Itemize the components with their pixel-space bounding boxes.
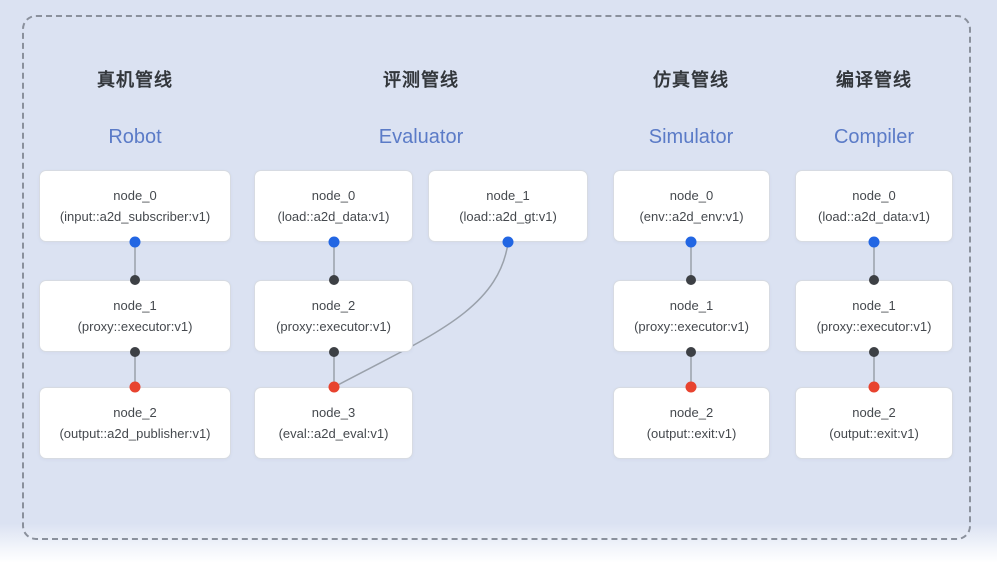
output-port-dot	[685, 381, 697, 393]
node-type: (output::exit:v1)	[829, 426, 919, 441]
node-box: node_0 (load::a2d_data:v1)	[795, 170, 953, 242]
node-type: (load::a2d_data:v1)	[277, 209, 390, 224]
dashed-border-frame	[22, 15, 971, 540]
output-port-dot	[868, 381, 880, 393]
internal-port-dot	[869, 347, 879, 357]
node-type: (eval::a2d_eval:v1)	[278, 426, 389, 441]
pipeline-title-en: Simulator	[648, 126, 734, 148]
internal-port-dot	[130, 347, 140, 357]
node-type: (env::a2d_env:v1)	[639, 209, 744, 224]
node-name: node_1	[669, 298, 714, 313]
node-type: (proxy::executor:v1)	[816, 319, 932, 334]
node-box: node_3 (eval::a2d_eval:v1)	[254, 387, 413, 459]
internal-port-dot	[329, 347, 339, 357]
node-type: (proxy::executor:v1)	[276, 319, 391, 334]
input-port-dot	[502, 236, 514, 248]
node-box: node_2 (output::exit:v1)	[795, 387, 953, 459]
node-box: node_2 (proxy::executor:v1)	[254, 280, 413, 352]
node-name: node_0	[311, 188, 356, 203]
node-box: node_1 (proxy::executor:v1)	[39, 280, 231, 352]
pipeline-title-zh: 仿真管线	[653, 70, 729, 90]
node-box: node_2 (output::a2d_publisher:v1)	[39, 387, 231, 459]
node-type: (proxy::executor:v1)	[634, 319, 749, 334]
internal-port-dot	[686, 275, 696, 285]
node-box: node_0 (env::a2d_env:v1)	[613, 170, 770, 242]
input-port-dot	[868, 236, 880, 248]
node-box: node_0 (input::a2d_subscriber:v1)	[39, 170, 231, 242]
output-port-dot	[129, 381, 141, 393]
node-type: (output::exit:v1)	[646, 426, 737, 441]
internal-port-dot	[686, 347, 696, 357]
node-name: node_2	[113, 405, 157, 420]
node-name: node_2	[852, 405, 896, 420]
node-type: (proxy::executor:v1)	[77, 319, 193, 334]
node-type: (input::a2d_subscriber:v1)	[59, 209, 211, 224]
edge-curve	[335, 242, 509, 387]
pipeline-title-en: Compiler	[833, 126, 915, 148]
node-name: node_1	[852, 298, 896, 313]
node-name: node_2	[311, 298, 356, 313]
input-port-dot	[129, 236, 141, 248]
node-type: (output::a2d_publisher:v1)	[59, 426, 211, 441]
node-name: node_2	[669, 405, 714, 420]
node-name: node_0	[852, 188, 896, 203]
pipeline-title-zh: 真机管线	[97, 70, 173, 90]
node-name: node_1	[486, 188, 530, 203]
pipeline-title-en: Evaluator	[378, 126, 464, 148]
node-type: (load::a2d_gt:v1)	[459, 209, 557, 224]
node-name: node_3	[311, 405, 356, 420]
node-type: (load::a2d_data:v1)	[817, 209, 931, 224]
pipeline-title-zh: 评测管线	[383, 70, 459, 90]
node-name: node_0	[113, 188, 157, 203]
internal-port-dot	[329, 275, 339, 285]
node-box: node_1 (load::a2d_gt:v1)	[428, 170, 588, 242]
input-port-dot	[328, 236, 340, 248]
node-name: node_1	[113, 298, 157, 313]
node-box: node_2 (output::exit:v1)	[613, 387, 770, 459]
pipeline-title-zh: 编译管线	[836, 70, 912, 90]
pipeline-title-en: Robot	[108, 126, 162, 148]
output-port-dot	[328, 381, 340, 393]
internal-port-dot	[130, 275, 140, 285]
internal-port-dot	[869, 275, 879, 285]
node-name: node_0	[669, 188, 714, 203]
input-port-dot	[685, 236, 697, 248]
